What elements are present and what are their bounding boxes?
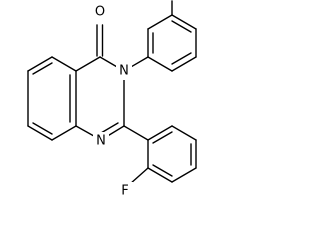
bond-c8-c8a [51,125,77,141]
bond-tolyl-4-5 [171,14,197,30]
bond-tolyl-1-2 [147,56,173,72]
atom-label-fluorine: F [121,184,128,199]
bond-c2-n1-double [100,122,119,134]
atom-fluorine: F [118,182,133,199]
bond-c7-c8 [27,125,53,141]
bond-fp-5-6 [171,125,197,141]
bond-c2-aryl [123,125,149,141]
bond-fp-2-3 [147,167,173,183]
bond-c4a-c5 [51,56,77,72]
chemical-structure-diagram: O N N F [27,0,197,199]
bond-fp-fluorine [129,167,149,185]
atom-label-oxygen: O [95,5,105,20]
atom-label-nitrogen-1: N [96,134,106,149]
bond-c5-c6 [27,56,53,72]
bond-fp-2-3-double [152,164,173,177]
bond-fp-6-1 [147,125,173,141]
bond-fp-3-4 [171,167,197,183]
bond-fp-6-1-double [152,131,173,144]
atom-oxygen: O [92,3,108,20]
bond-tolyl-5-6 [147,14,173,30]
atom-label-nitrogen-3: N [119,64,129,79]
atom-nitrogen-3: N [116,63,132,80]
atom-nitrogen-1: N [93,132,109,149]
bond-tolyl-2-3 [171,56,197,72]
bond-c7-c8-double [32,122,53,135]
bond-c4a-c4 [75,56,101,72]
bond-c5-c6-double [32,62,53,75]
bond-tolyl-4-5-double [171,20,192,33]
bond-tolyl-2-3-double [171,52,192,65]
